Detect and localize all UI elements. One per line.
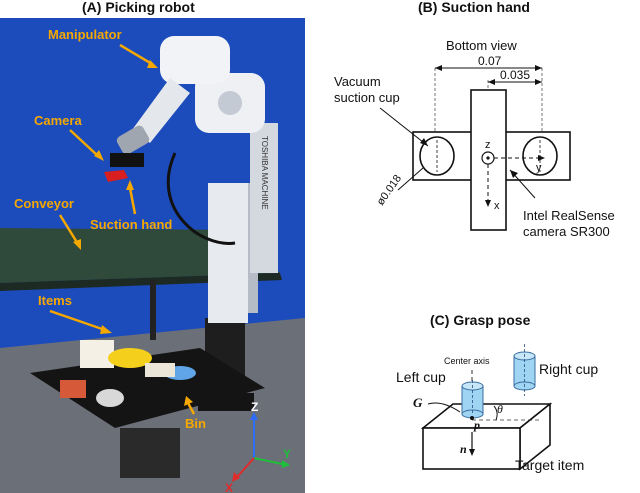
axis-y-text: y [536,162,542,174]
axis-x-label: X [225,481,233,493]
robot-column [250,123,278,273]
item-bottle-yellow [108,348,152,368]
label-suction-hand: Suction hand [90,217,172,232]
p-symbol: p [473,418,480,432]
panel-a-title: (A) Picking robot [82,0,195,15]
suction-hand-red [104,170,128,182]
cup-label-line1: Vacuum [334,74,381,89]
g-symbol: G [413,395,423,410]
item-tube [145,363,175,377]
left-suction-cup [419,136,455,176]
target-item-label: Target item [515,457,584,473]
diameter-label: ø0.018 [375,173,404,208]
camera-on-hand [110,153,144,167]
left-cup-label: Left cup [396,369,446,385]
camera-bar [470,89,507,231]
arm-brand-text: TOSHIBA MACHINE [260,136,269,210]
bottom-view-label: Bottom view [446,38,517,53]
label-items: Items [38,293,72,308]
axis-z-label: Z [251,400,258,414]
panel-b-title: (B) Suction hand [418,0,530,15]
label-camera: Camera [34,113,82,128]
dim-inner-text: 0.035 [500,68,530,82]
camera-label-line2: camera SR300 [523,224,610,239]
center-axis-label: Center axis [444,356,490,366]
grasp-point [470,416,474,420]
dim-outer-text: 0.07 [478,54,502,68]
item-box [80,340,114,368]
robot-body [208,183,248,323]
axis-x-text: x [494,200,500,212]
theta-symbol: θ [497,402,503,416]
cup-label-line2: suction cup [334,90,400,105]
axis-z-text: z [485,139,491,151]
robot-upper-arm [160,36,230,84]
axis-y-arrow [253,457,283,465]
axis-x-arrow [237,457,255,477]
suction-hand-diagram: Bottom view 0.07 0.035 z y x Vacuum suct… [334,38,615,239]
grasp-pose-diagram: Target item Center axis G θ p n Left cup… [396,344,598,473]
item-red-box [60,380,86,398]
label-conveyor: Conveyor [14,196,74,211]
label-bin: Bin [185,416,206,431]
panel-c-title: (C) Grasp pose [430,312,531,328]
right-cup-label: Right cup [539,361,598,377]
right-suction-cup [522,136,558,176]
item-can [96,389,124,407]
picking-robot-photo: TOSHIBA MACHINE Z Y X Manipulator Camera… [0,18,305,493]
n-symbol: n [460,442,467,456]
robot-forearm [132,78,190,143]
axis-y-label: Y [283,447,291,461]
camera-label-line1: Intel RealSense [523,208,615,223]
label-manipulator: Manipulator [48,27,122,42]
